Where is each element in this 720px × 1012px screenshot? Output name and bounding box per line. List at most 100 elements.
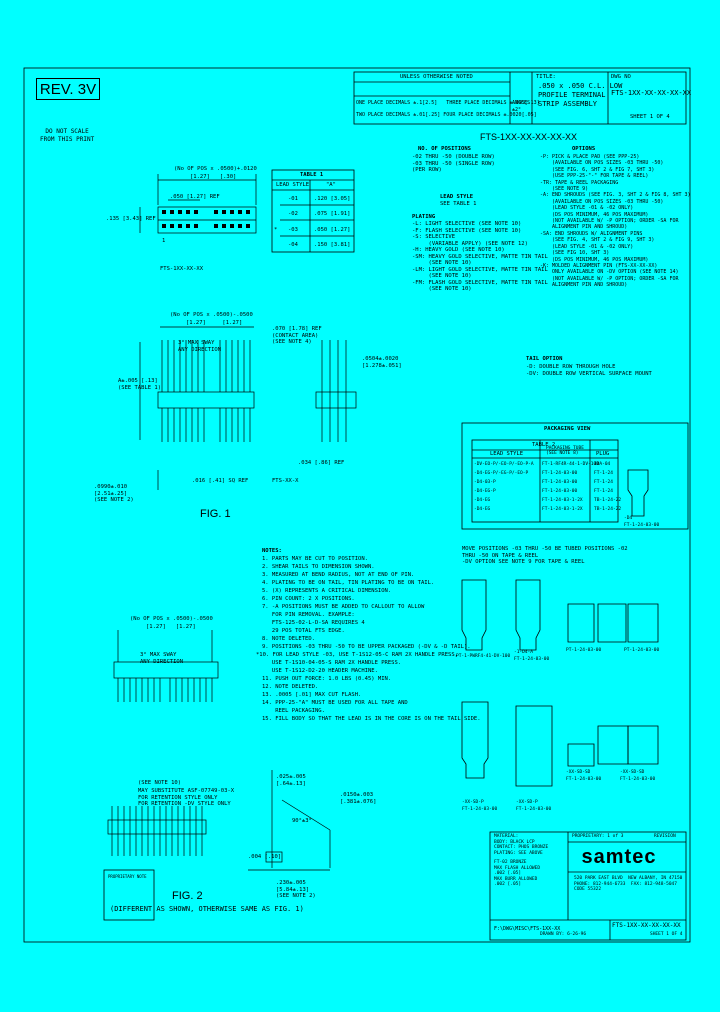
table1-title: TABLE 1 bbox=[300, 172, 324, 178]
fig1-max-sway: 3° MAX SWAY ANY DIRECTION bbox=[178, 340, 222, 353]
packaging-header: PLUG bbox=[596, 451, 610, 457]
fig1-ref-070: .070 [1.78] REF (CONTACT AREA) (SEE NOTE… bbox=[272, 326, 322, 345]
fig2-bottom-dim: .230±.005 [5.84±.13] (SEE NOTE 2) bbox=[276, 880, 316, 899]
table1-row-style: -02 bbox=[288, 211, 298, 217]
fig1-mid-mm: [1.27] [1.27] bbox=[186, 320, 243, 326]
tail-option-title: TAIL OPTION bbox=[526, 356, 563, 362]
fig2-top-formula: (No OF POS x .0500)-.0500 bbox=[130, 616, 213, 622]
file-path: F:\DWG\MISC\FTS-1XX-XX bbox=[494, 926, 561, 932]
fig1-pin-label: 1 bbox=[162, 238, 166, 244]
pkg-label: -D4 FT-1-24-03-00 bbox=[624, 516, 660, 528]
fig1-top-pins bbox=[162, 210, 250, 228]
fig2-view bbox=[107, 630, 331, 871]
pkg-label: PT-1-24-03-00 bbox=[566, 648, 602, 653]
packaging-cell: -D4-EG-P bbox=[474, 489, 496, 494]
note: FOR PIN REMOVAL. EXAMPLE: bbox=[262, 612, 355, 618]
samtec-logo: samtec bbox=[581, 846, 657, 868]
fig2-dim-c: .004 [.10] bbox=[248, 854, 282, 860]
packaging-frame bbox=[461, 422, 689, 530]
footer-date: DRAWN BY: 6-26-96 bbox=[540, 932, 587, 937]
table1-row-a: .120 [3.05] bbox=[314, 196, 351, 202]
fig1-ref-135: .135 [3.43] REF bbox=[106, 216, 156, 222]
tail-option-list: -D: DOUBLE ROW THROUGH HOLE -DV: DOUBLE … bbox=[526, 364, 652, 377]
fig1-ref-050: .050 [1.27] REF bbox=[170, 194, 220, 200]
fig2-max-sway: 3° MAX SWAY ANY DIRECTION bbox=[140, 652, 184, 665]
fig1-mid-formula: (No OF POS x .0500)-.0500 bbox=[170, 312, 253, 318]
material-spec: MATERIAL: BODY: BLACK LCP CONTACT: PHOS … bbox=[494, 834, 549, 856]
fig1-label: FIG. 1 bbox=[200, 508, 231, 520]
fig1-thick-ref: .034 [.86] REF bbox=[298, 460, 345, 466]
note: 2. SHEAR TAILS TO DIMENSION SHOWN. bbox=[262, 564, 375, 570]
table1-row-a: .075 [1.91] bbox=[314, 211, 351, 217]
packaging-cell: FT-1-24 bbox=[594, 489, 613, 494]
packaging-cell: FT-1-24-03-1-2X bbox=[542, 498, 583, 503]
note: 7. -A POSITIONS MUST BE ADDED TO CALLOUT… bbox=[262, 604, 425, 610]
pkg-label: -1-D4-A FT-1-24-03-00 bbox=[514, 650, 550, 662]
revision-label: REV. 3V bbox=[36, 78, 100, 100]
fig2-dim-b: .0150±.003 [.381±.076] bbox=[340, 792, 377, 805]
fig1-top-formula: (No OF POS x .0500)+.0120 bbox=[174, 166, 257, 172]
note: *10. FOR LEAD STYLE -03, USE T-1S12-05-C… bbox=[256, 652, 458, 658]
note: 1. PARTS MAY BE CUT TO POSITION. bbox=[262, 556, 368, 562]
stamp-box bbox=[103, 869, 155, 921]
table1-row-style: -01 bbox=[288, 196, 298, 202]
note: 12. NOTE DELETED. bbox=[262, 684, 319, 690]
pkg-label: PT-1-24-03-00 bbox=[624, 648, 660, 653]
table1-row-mark: * bbox=[274, 227, 278, 233]
note: 15. FILL BODY SO THAT THE LEAD IS IN THE… bbox=[262, 716, 481, 722]
plating-detail: FT-02 BRONZE MAX FLASH ALLOWED .002 [.05… bbox=[494, 860, 541, 887]
note: USE T-1S10-04-05-S RAM 2X HANDLE PRESS. bbox=[262, 660, 402, 666]
fig2-see-note: (SEE NOTE 10) bbox=[138, 780, 182, 786]
title-block bbox=[353, 71, 687, 125]
note: 13. .0005 [.01] MAX CUT FLASH. bbox=[262, 692, 362, 698]
bottom-title-block bbox=[489, 831, 687, 941]
note: REEL PACKAGING. bbox=[262, 708, 325, 714]
packaging-cell: IDA-04 bbox=[594, 462, 611, 467]
fig2-substitute: MAY SUBSTITUTE ASF-07749-03-X FOR RETENT… bbox=[138, 788, 235, 807]
packaging-title: PACKAGING VIEW bbox=[544, 426, 591, 432]
fig1-side-view bbox=[139, 326, 357, 490]
proprietary-label: PROPRIETARY: 1 of 3 bbox=[572, 834, 624, 839]
packaging-cell: FT-1-24 bbox=[594, 471, 613, 476]
tolerances-header: UNLESS OTHERWISE NOTED bbox=[400, 74, 473, 80]
pkg-label: -XX-SD-P FT-1-24-03-00 bbox=[516, 800, 552, 812]
tolerance-line-2: TWO PLACE DECIMALS ±.01[.25] FOUR PLACE … bbox=[356, 112, 537, 118]
note: USE T-1S12-D2-20 HEADER MACHINE. bbox=[262, 668, 378, 674]
fig1-bottom-dim: .0990±.010 [2.51±.25] (SEE NOTE 2) bbox=[94, 484, 134, 503]
fig1-a-dim: A±.005 [.13] (SEE TABLE 1) bbox=[118, 378, 162, 391]
sheet-number: SHEET 1 OF 4 bbox=[630, 114, 670, 120]
positions-title: NO. OF POSITIONS bbox=[418, 146, 471, 152]
note: 11. PUSH OUT FORCE: 1.0 LBS (0.45) MIN. bbox=[262, 676, 392, 682]
drawing-title: .050 x .050 C.L. LOW PROFILE TERMINAL ST… bbox=[538, 82, 623, 108]
note: 9. POSITIONS -03 THRU -50 TO BE UPPER PA… bbox=[262, 644, 471, 650]
do-not-scale-note: DO NOT SCALE FROM THIS PRINT bbox=[40, 128, 95, 143]
table1-header-a: "A" bbox=[326, 182, 336, 188]
table1-frame bbox=[271, 169, 355, 253]
note: 6. PIN COUNT: 2 X POSITIONS. bbox=[262, 596, 355, 602]
packaging-cell: -D4-EG bbox=[474, 498, 491, 503]
packaging-header: PACKAGING TUBE (SEE NOTE 8) bbox=[546, 446, 584, 456]
packaging-header: LEAD STYLE bbox=[490, 451, 524, 457]
note: 14. PPP-25-"A" MUST BE USED FOR ALL TAPE… bbox=[262, 700, 408, 706]
packaging-shapes bbox=[461, 469, 659, 787]
packaging-cell: -D4-03-P bbox=[474, 480, 496, 485]
fig1-sq-ref: .016 [.41] SQ REF bbox=[192, 478, 249, 484]
packaging-cell: FT-1-24-03-00 bbox=[542, 480, 578, 485]
table1-row-style: -04 bbox=[288, 242, 298, 248]
lead-style-ref: SEE TABLE 1 bbox=[440, 201, 477, 207]
note: 5. (X) REPRESENTS A CRITICAL DIMENSION. bbox=[262, 588, 392, 594]
options-title: OPTIONS bbox=[572, 146, 596, 152]
packaging-cell: FT-1-24-03-00 bbox=[542, 471, 578, 476]
stamp-text: PROPRIETARY NOTE bbox=[108, 874, 147, 879]
packaging-cell: TB-1-24-22 bbox=[594, 507, 622, 512]
packaging-cell: FT-1-24-03-00 bbox=[542, 489, 578, 494]
fig2-dim-a: .025±.005 [.64±.13] bbox=[276, 774, 306, 787]
packaging-cell: -D4-EG-P/-EG-P/-EO-P bbox=[474, 471, 529, 476]
fig2-top-mm: [1.27] [1.27] bbox=[146, 624, 196, 630]
tolerance-line-1: ONE PLACE DECIMALS ±.1[2.5] THREE PLACE … bbox=[356, 100, 540, 106]
fig2-label: FIG. 2 bbox=[172, 890, 203, 902]
note: 8. NOTE DELETED. bbox=[262, 636, 315, 642]
fig2-angle: 90°±3° bbox=[292, 818, 312, 824]
pkg-label: PT-1-PWRF4-41-DV-100 bbox=[456, 654, 511, 659]
